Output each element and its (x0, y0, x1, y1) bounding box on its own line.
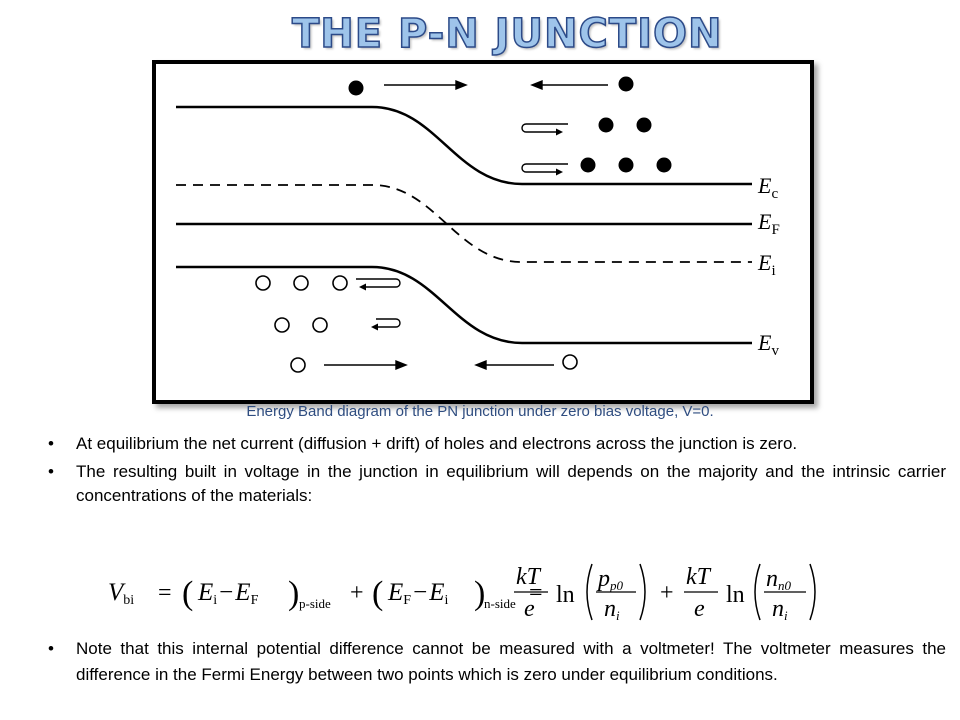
electron-dot (656, 157, 672, 173)
electron-dot (598, 117, 614, 133)
electron-dot (636, 117, 652, 133)
electron-return-arrow (521, 123, 568, 133)
eq-e-2: e (694, 596, 705, 622)
ei-label: Ei (757, 250, 776, 279)
eq-equals-2: = (529, 580, 543, 606)
electron-dot (618, 76, 634, 92)
eq-ln-2: ln (726, 582, 745, 608)
eq-region-n: n-side (484, 596, 516, 611)
electron-dot (618, 157, 634, 173)
hole-circle (562, 354, 578, 370)
eq-paren: ) (288, 575, 299, 612)
bullet-list-2: Note that this internal potential differ… (48, 636, 946, 687)
eq-equals-1: = (158, 580, 172, 606)
hole-circle (274, 317, 290, 333)
bullet-equilibrium: At equilibrium the net current (diffusio… (48, 432, 946, 457)
electron-dot (348, 80, 364, 96)
hole-circle (332, 275, 348, 291)
figure-caption: Energy Band diagram of the PN junction u… (246, 403, 714, 420)
eq-kt-2: kT (686, 564, 712, 590)
slide-title: THE P-N JUNCTION (291, 10, 723, 58)
eq-region-p: p-side (299, 596, 331, 611)
bullet-voltmeter-note: Note that this internal potential differ… (48, 636, 946, 687)
eq-vbi: Vbi (108, 579, 134, 608)
eq-nn0: nn0 (766, 566, 792, 593)
eq-paren: ( (372, 575, 383, 612)
eq-ni-2: ni (772, 596, 788, 623)
intrinsic-level-line (176, 184, 752, 263)
ev-label: Ev (757, 330, 779, 359)
band-diagram: Ec EF Ei Ev (152, 60, 814, 404)
ef-label: EF (757, 209, 780, 238)
hole-return-arrow (356, 278, 401, 288)
electron-dot (580, 157, 596, 173)
electron-return-arrow (521, 163, 568, 173)
eq-term1: Ei−EF (197, 579, 259, 608)
built-in-voltage-equation: Vbi = ( Ei−EF ) p-side + ( EF−Ei ) n-sid… (104, 558, 824, 624)
hole-circle (312, 317, 328, 333)
eq-ln-1: ln (556, 582, 575, 608)
valence-band-line (176, 265, 752, 345)
eq-paren: ) (474, 575, 485, 612)
eq-plus-2: + (660, 580, 674, 606)
band-diagram-svg: Ec EF Ei Ev (176, 76, 780, 373)
hole-circle (255, 275, 271, 291)
ec-label: Ec (757, 173, 778, 202)
hole-circle (290, 357, 306, 373)
eq-plus-1: + (350, 580, 364, 606)
conduction-band-line (176, 105, 752, 186)
eq-kt-1: kT (516, 564, 542, 590)
hole-return-arrow (376, 318, 401, 328)
eq-e-1: e (524, 596, 535, 622)
hole-circle (293, 275, 309, 291)
eq-term2: EF−Ei (387, 579, 448, 608)
eq-paren: ( (182, 575, 193, 612)
eq-pp0: pp0 (596, 566, 624, 593)
eq-ni-1: ni (604, 596, 620, 623)
bullet-list: At equilibrium the net current (diffusio… (48, 432, 946, 512)
bullet-built-in-voltage: The resulting built in voltage in the ju… (48, 460, 946, 509)
